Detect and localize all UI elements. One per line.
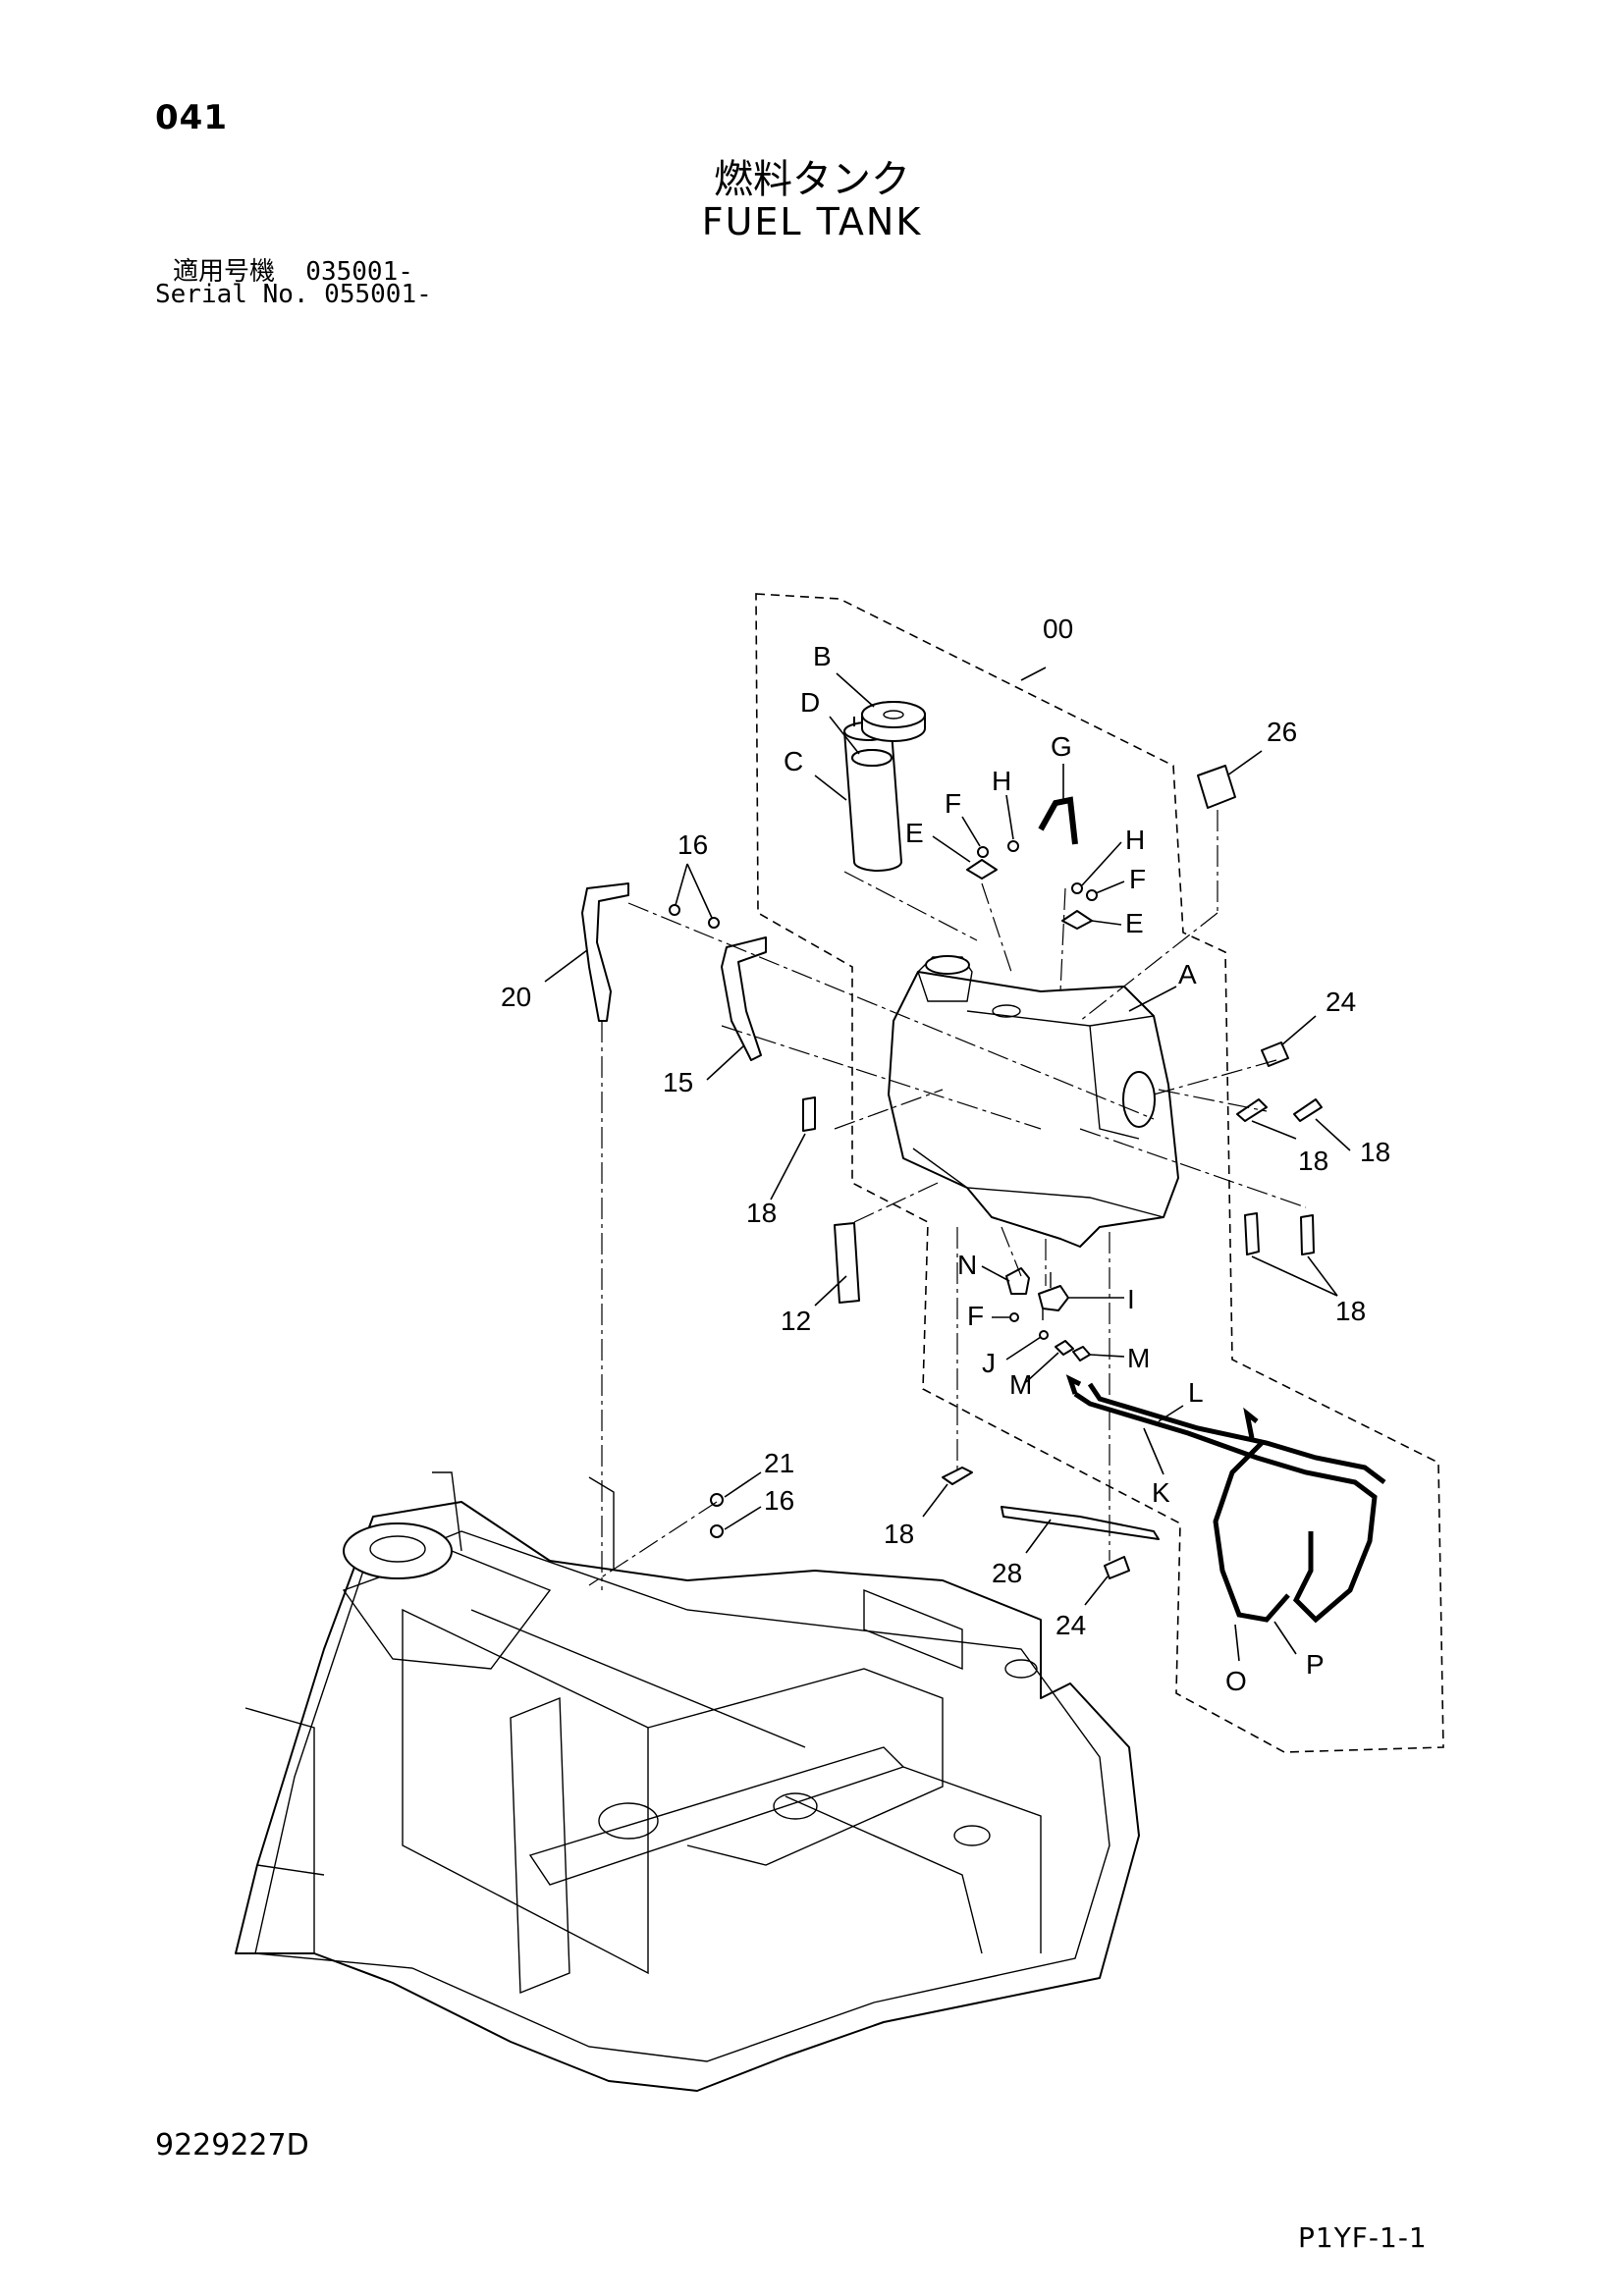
callout-C: C	[784, 746, 803, 776]
pad-24-bottom	[1104, 1556, 1130, 1579]
washer-21	[710, 1493, 724, 1507]
callout-H-lower: H	[1125, 825, 1145, 855]
fuel-tank	[888, 955, 1179, 1248]
callout-H-upper: H	[992, 766, 1011, 796]
callout-15: 15	[663, 1067, 693, 1097]
callout-00: 00	[1043, 614, 1073, 644]
callout-J: J	[982, 1348, 996, 1378]
assembly-center-lines	[588, 810, 1307, 1590]
sheet-reference: P1YF-1-1	[1298, 2221, 1428, 2254]
callout-G: G	[1051, 731, 1072, 762]
pad-24-top	[1261, 1041, 1289, 1067]
callout-12: 12	[781, 1306, 811, 1336]
callout-F-upper: F	[945, 788, 961, 819]
callout-B: B	[813, 641, 832, 671]
callout-16-lower: 16	[764, 1485, 794, 1516]
drain-fittings	[1005, 1267, 1091, 1362]
callout-28: 28	[992, 1558, 1022, 1588]
callout-I: I	[1127, 1284, 1135, 1314]
callout-18-r2: 18	[1360, 1137, 1390, 1167]
callout-L: L	[1188, 1377, 1204, 1408]
callout-18-left: 18	[746, 1198, 777, 1228]
callout-F-lower: F	[1129, 864, 1146, 894]
callout-21: 21	[764, 1448, 794, 1478]
callout-M-left: M	[1009, 1369, 1032, 1400]
pad-18-bottom	[942, 1467, 973, 1485]
callout-24-upper: 24	[1326, 987, 1356, 1017]
callout-E-upper: E	[905, 818, 924, 848]
serial-range-japanese: 適用号機 035001-	[173, 257, 413, 287]
callout-N: N	[957, 1250, 977, 1280]
callout-18-r1: 18	[1298, 1146, 1328, 1176]
pad-18-r2	[1293, 1098, 1323, 1122]
pad-18-r1	[1236, 1098, 1268, 1122]
pad-18-r3	[1244, 1212, 1260, 1255]
callout-D: D	[800, 687, 820, 718]
band-20	[581, 882, 629, 1022]
callout-O: O	[1225, 1666, 1247, 1696]
pad-26	[1197, 765, 1236, 809]
callout-18-r3: 18	[1335, 1296, 1366, 1326]
callout-F-drain: F	[967, 1301, 984, 1331]
filler-cap-parts	[843, 701, 926, 872]
title-english: FUEL TANK	[701, 200, 923, 243]
serial-range-english: Serial No. 055001-	[155, 280, 432, 309]
callout-20: 20	[501, 982, 531, 1012]
callout-leaders	[544, 667, 1351, 1662]
vent-fittings	[966, 796, 1098, 930]
callout-18-bottom: 18	[884, 1519, 914, 1549]
pad-18-r4	[1300, 1214, 1315, 1255]
fuel-hoses	[1065, 1374, 1386, 1624]
callout-16-upper: 16	[677, 829, 708, 860]
upperstructure-frame	[235, 1471, 1140, 2092]
pad-18-left	[802, 1096, 816, 1132]
tank-assembly-boundary	[755, 593, 1444, 1753]
document-number: 9229227D	[155, 2128, 309, 2163]
strip-28	[1001, 1506, 1160, 1540]
callout-E-lower: E	[1125, 908, 1144, 938]
callout-M-right: M	[1127, 1343, 1150, 1373]
callout-24-bottom: 24	[1056, 1610, 1086, 1640]
bolt-16b	[708, 917, 720, 929]
pad-12	[834, 1222, 860, 1304]
callout-A: A	[1178, 959, 1197, 989]
callout-P: P	[1306, 1649, 1325, 1680]
bolt-16a	[669, 904, 680, 916]
callout-26: 26	[1267, 717, 1297, 747]
band-15	[721, 936, 767, 1061]
callout-K: K	[1152, 1477, 1170, 1508]
callout-labels: 00 B D C G H F E H F E 26 16 20 A 15 24 …	[501, 614, 1390, 1696]
page-number: 041	[155, 98, 228, 137]
title-japanese: 燃料タンク	[714, 157, 910, 202]
bolt-16-lower	[710, 1524, 724, 1538]
